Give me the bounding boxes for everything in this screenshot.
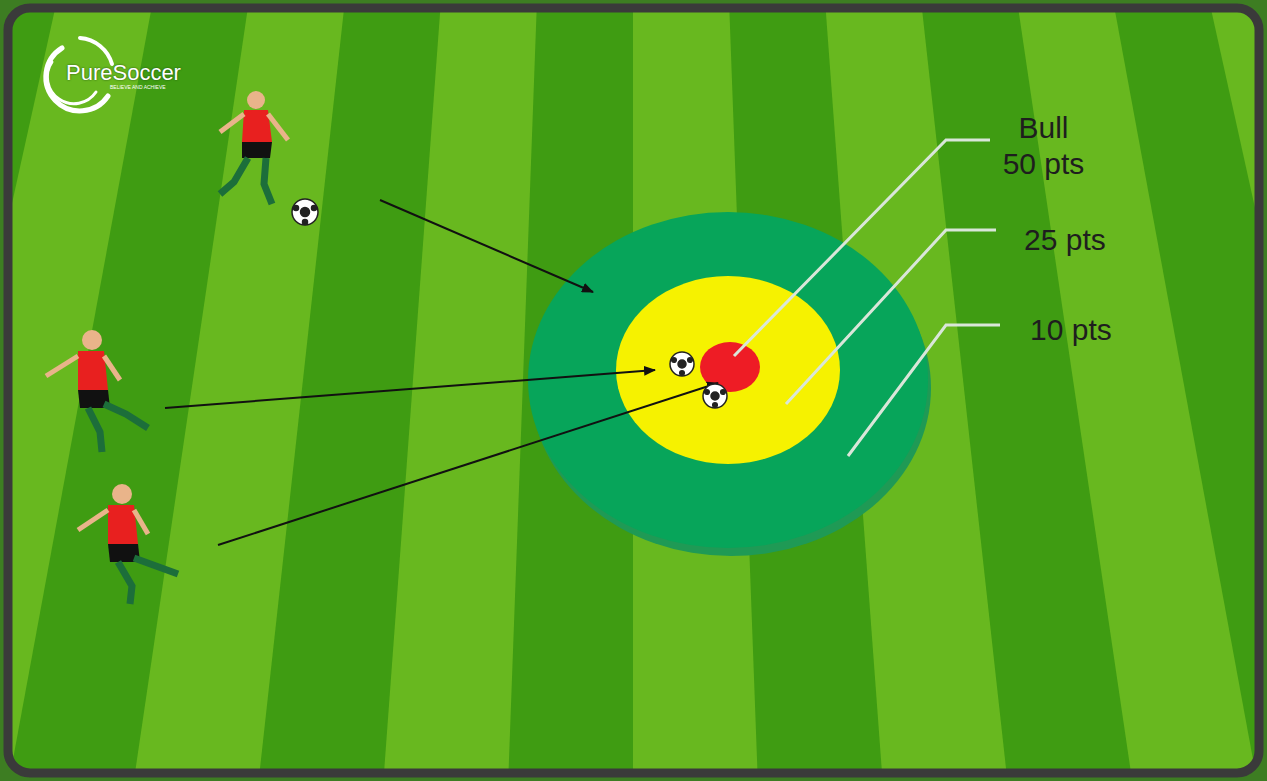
player — [78, 484, 178, 604]
zone-label: Bull 50 pts — [1000, 110, 1087, 182]
grass-stripe — [9, 8, 249, 773]
grass-stripe — [921, 8, 1132, 773]
grass-stripe — [1113, 8, 1259, 773]
player — [46, 330, 148, 452]
target — [528, 212, 931, 556]
grass-stripe — [259, 8, 441, 773]
zone-label: 25 pts — [1024, 222, 1106, 258]
leader-lines — [734, 140, 1000, 456]
player — [220, 91, 288, 204]
logo-text: PureSoccer — [66, 60, 181, 86]
zone-label: 10 pts — [1030, 312, 1112, 348]
shot-arrows — [165, 200, 718, 545]
balls — [292, 199, 727, 408]
logo-tagline: BELIEVE AND ACHIEVE — [110, 84, 166, 90]
